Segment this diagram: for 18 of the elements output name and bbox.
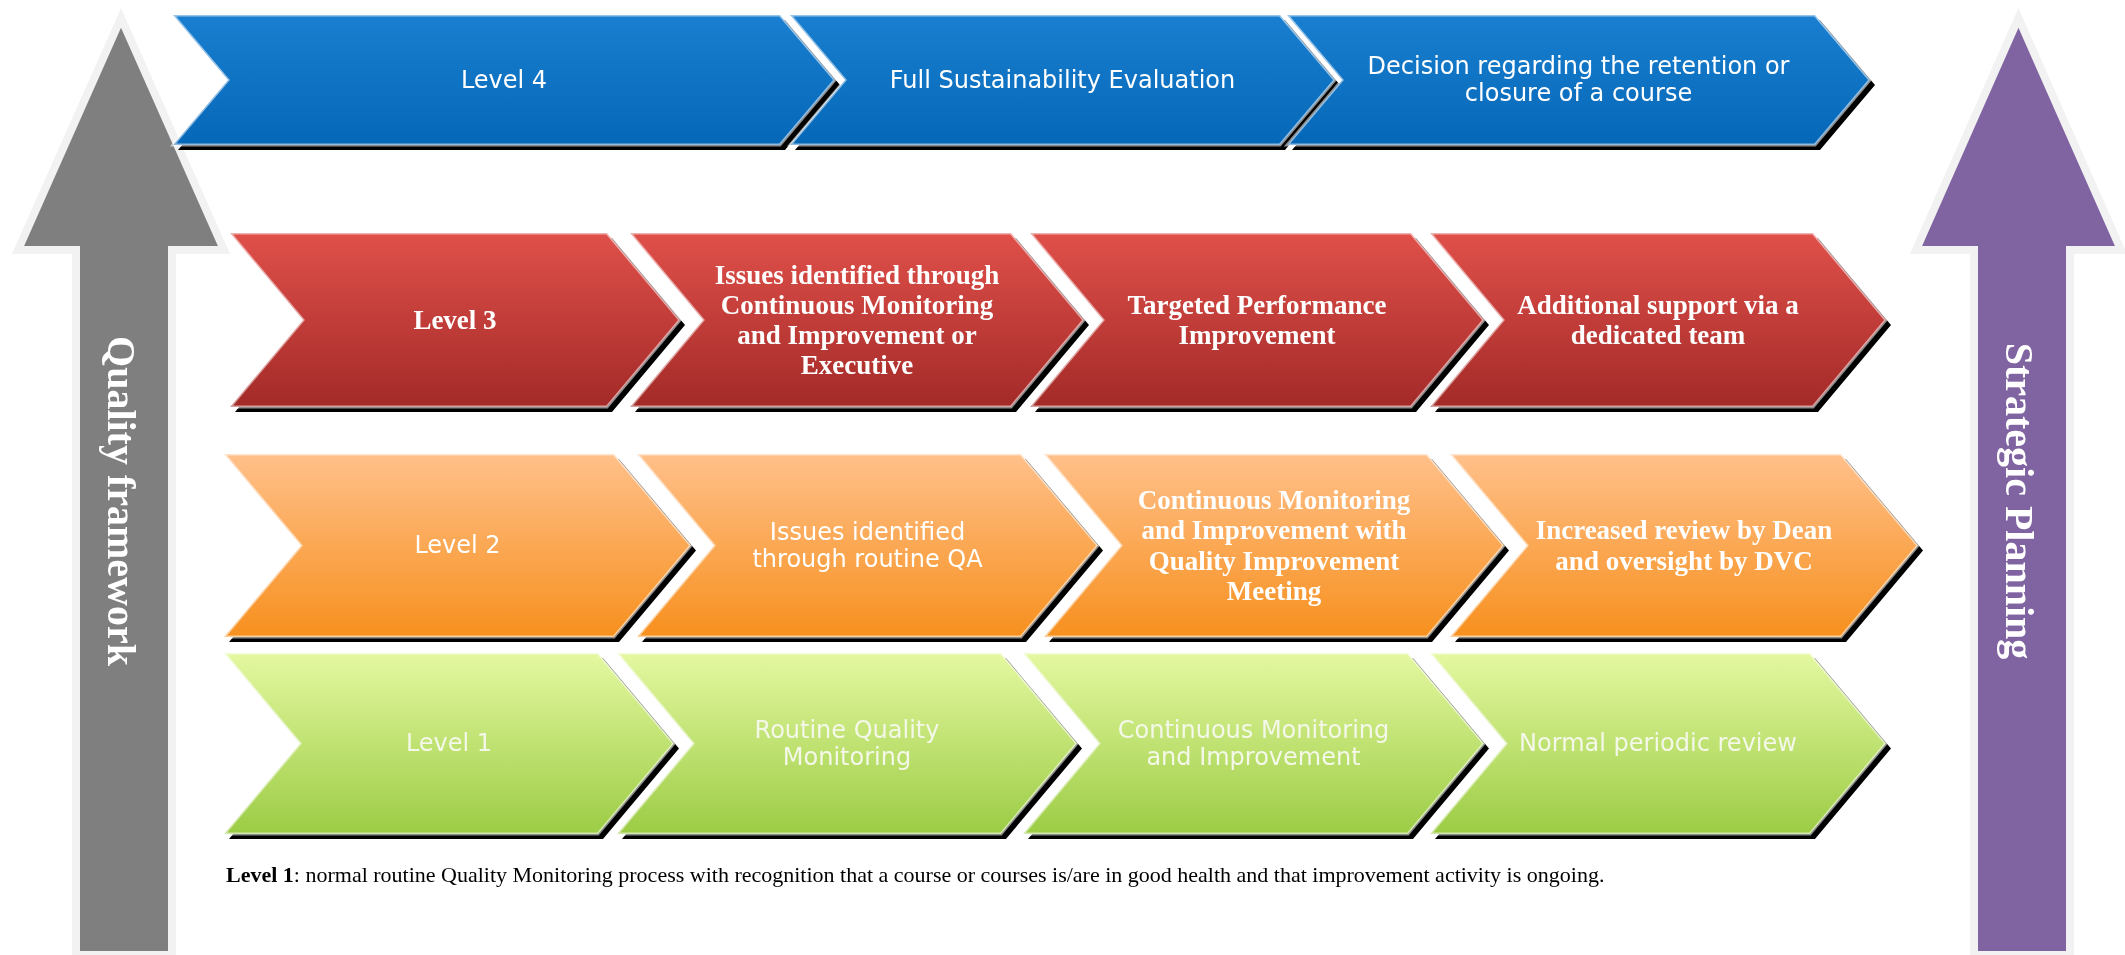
step-label: Targeted Performance Improvement	[1126, 289, 1388, 351]
step-label: Issues identified through Continuous Monitoring and Improvement or Executive	[713, 259, 1001, 381]
step-label: Full Sustainability Evaluation	[889, 66, 1236, 94]
step-label: Continuous Monitoring and Improvement with Quality Improvement Meeting	[1136, 485, 1412, 606]
step-label: Normal periodic review	[1519, 730, 1797, 757]
step-label: Level 1	[405, 730, 493, 757]
step-label: Routine Quality Monitoring	[753, 716, 941, 771]
step-label: Additional support via a dedicated team	[1516, 289, 1800, 351]
step-label: Level 4	[460, 66, 548, 94]
note-paragraph: Level 1: normal routine Quality Monitoring process with recognition that a course or courses is/are in good health and that improvement activity is ongoing.	[226, 862, 1606, 889]
step-label: Increased review by Dean and oversight by DVC	[1534, 515, 1834, 576]
step-label: Level 2	[414, 532, 501, 559]
step-label: Level 3	[413, 304, 497, 336]
arrow-label: Quality framework	[97, 336, 145, 667]
step-label: Issues identified through routine QA	[751, 518, 984, 573]
step-label: Decision regarding the retention or closure of a course	[1366, 53, 1791, 107]
arrow-label: Strategic Planning	[1995, 343, 2042, 660]
step-label: Continuous Monitoring and Improvement	[1116, 716, 1391, 771]
